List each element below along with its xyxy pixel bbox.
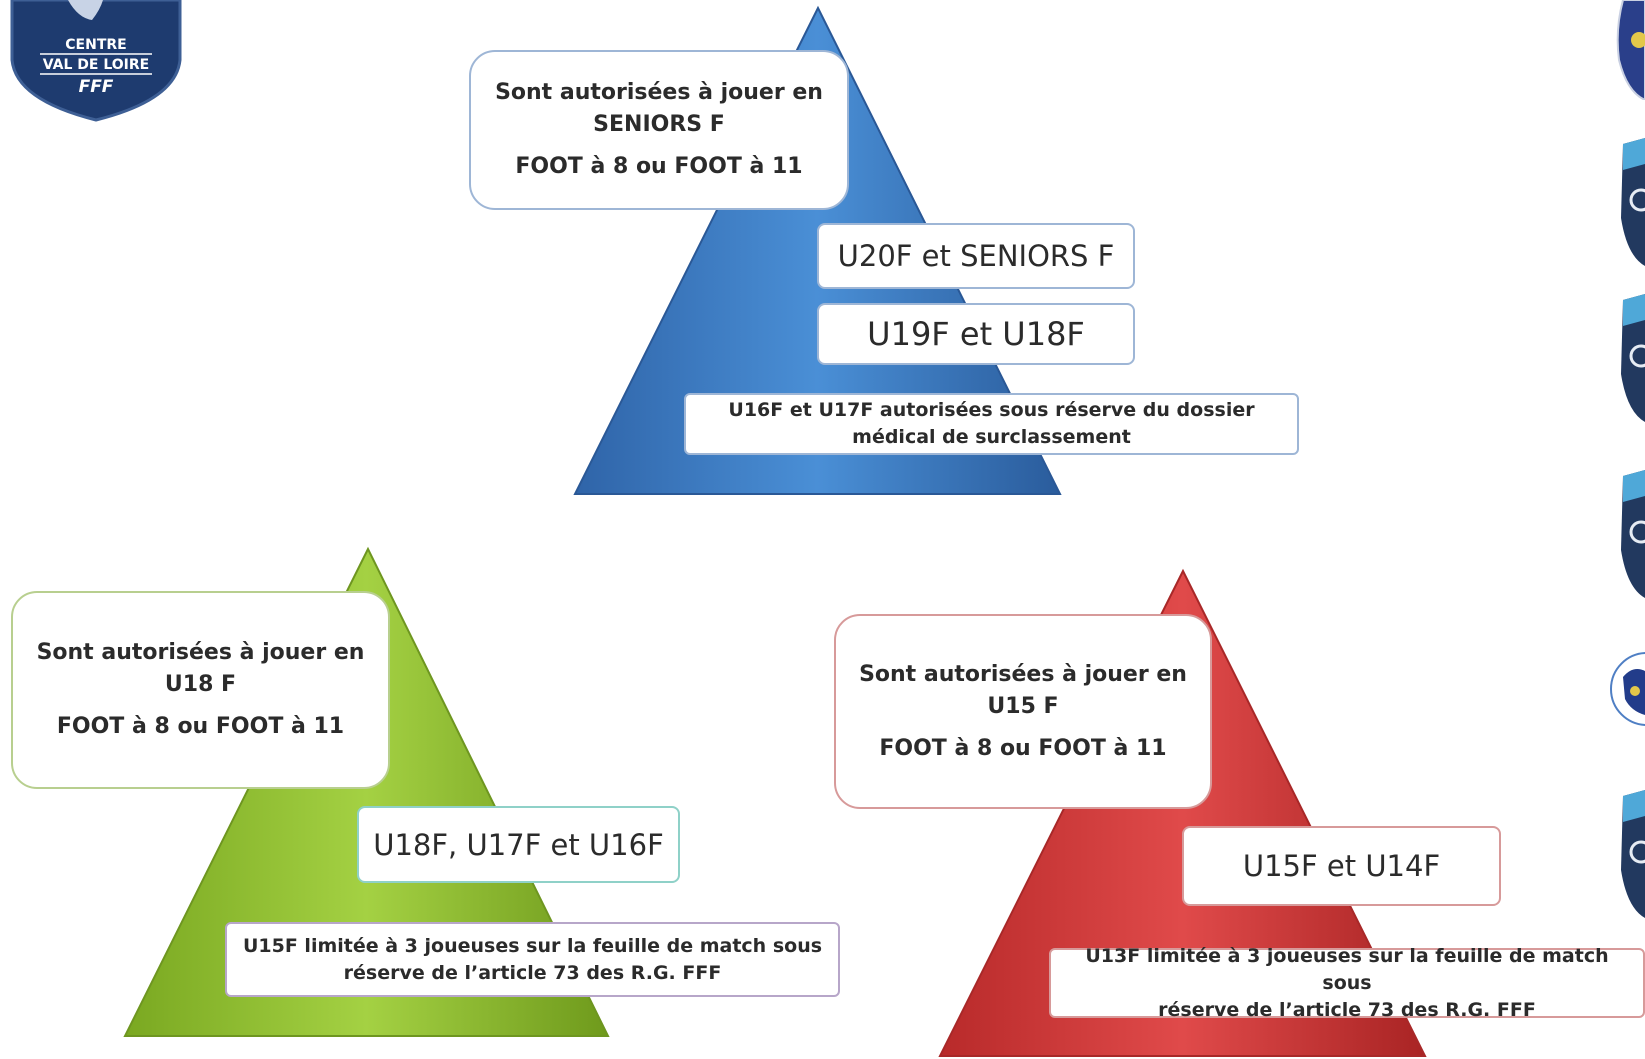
district-logo-4	[1621, 470, 1645, 598]
u18-title-line3: FOOT à 8 ou FOOT à 11	[56, 714, 345, 739]
u18-band-1-label: U18F, U17F et U16F	[373, 827, 664, 862]
u18-title-line1: Sont autorisées à jouer en	[36, 640, 365, 665]
svg-text:VAL DE LOIRE: VAL DE LOIRE	[43, 57, 149, 73]
u15-title-line1: Sont autorisées à jouer en	[859, 661, 1187, 687]
seniors-title-line1: Sont autorisées à jouer en	[495, 80, 823, 105]
seniors-note-line1: U16F et U17F autorisées sous réserve du …	[728, 399, 1255, 421]
u18-pyramid	[123, 546, 610, 1037]
svg-text:CENTRE: CENTRE	[65, 37, 126, 53]
district-logo-3	[1621, 294, 1645, 422]
u15-title-box: Sont autorisées à jouer en U15 F FOOT à …	[834, 614, 1212, 809]
district-logo-2	[1621, 138, 1645, 266]
seniors-band-2: U19F et U18F	[817, 303, 1135, 365]
u15-note-line2: réserve de l’article 73 des R.G. FFF	[1158, 998, 1536, 1021]
seniors-title-line3: FOOT à 8 ou FOOT à 11	[515, 154, 803, 179]
seniors-title-line2: SENIORS F	[593, 112, 725, 137]
seniors-title-box: Sont autorisées à jouer en SENIORS F FOO…	[469, 50, 849, 210]
seniors-band-1-label: U20F et SENIORS F	[837, 239, 1115, 273]
u18-band-1: U18F, U17F et U16F	[357, 806, 680, 883]
district-logo-1	[1616, 0, 1645, 100]
u18-title-box: Sont autorisées à jouer en U18 F FOOT à …	[11, 591, 390, 789]
u15-band-1-label: U15F et U14F	[1242, 849, 1441, 883]
district-logo-6	[1621, 790, 1645, 918]
u15-title-line3: FOOT à 8 ou FOOT à 11	[879, 735, 1167, 761]
ligue-logo: CENTRE VAL DE LOIRE FFF	[10, 0, 182, 122]
u15-title-line2: U15 F	[987, 693, 1059, 719]
u15-note-box: U13F limitée à 3 joueuses sur la feuille…	[1049, 945, 1645, 1021]
u18-title-line2: U18 F	[164, 672, 237, 697]
u15-pyramid	[938, 568, 1427, 1057]
svg-text:FFF: FFF	[79, 77, 114, 97]
seniors-band-2-label: U19F et U18F	[867, 315, 1085, 353]
district-logo-5	[1610, 652, 1645, 726]
seniors-band-1: U20F et SENIORS F	[817, 223, 1135, 289]
u15-band-1: U15F et U14F	[1182, 826, 1501, 906]
u18-note-line2: réserve de l’article 73 des R.G. FFF	[343, 961, 722, 984]
u18-note-line1: U15F limitée à 3 joueuses sur la feuille…	[242, 934, 823, 957]
seniors-note-box: U16F et U17F autorisées sous réserve du …	[684, 393, 1299, 455]
u18-note-box: U15F limitée à 3 joueuses sur la feuille…	[225, 922, 840, 997]
u15-note-line1: U13F limitée à 3 joueuses sur la feuille…	[1085, 944, 1609, 994]
seniors-note-line2: médical de surclassement	[852, 426, 1131, 448]
